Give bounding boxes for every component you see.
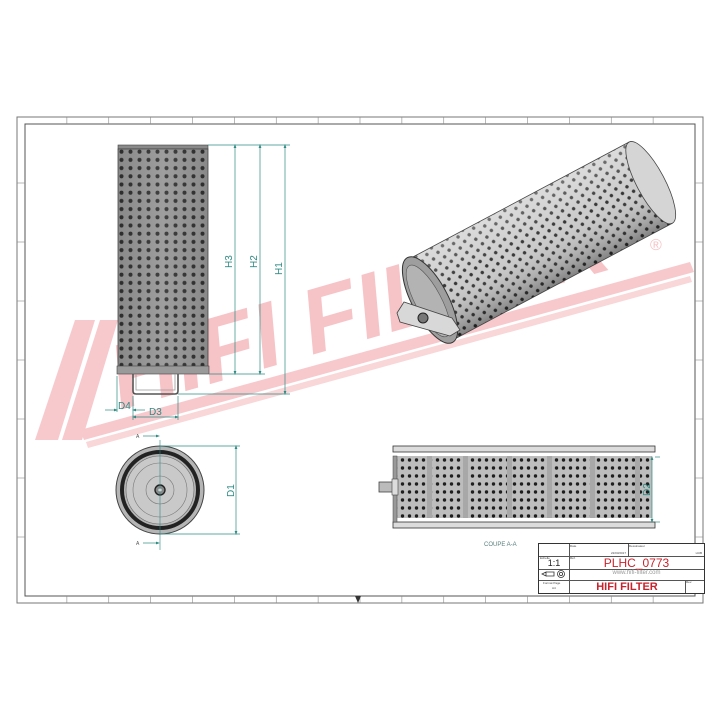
website-link[interactable]: www.hifi-filter.com (612, 570, 661, 576)
designer-label: Dessinateur (629, 544, 646, 548)
handle (132, 374, 179, 395)
front-view (116, 144, 210, 395)
end-view (115, 440, 205, 550)
registered-mark: ® (650, 237, 662, 254)
sheet-frame (16, 116, 704, 604)
format-label: Format Page (543, 581, 561, 585)
dim-label-d2: D2 (642, 483, 653, 496)
date-value: 22/03/2017 (610, 551, 626, 555)
front-view-dimensions (105, 143, 290, 420)
border-grid-ticks (17, 117, 703, 603)
section-caption: COUPE A-A (484, 542, 517, 548)
end-view-dimensions (143, 434, 240, 545)
date-label: Date (570, 544, 577, 548)
dim-label-d3: D3 (149, 407, 162, 418)
section-view-dimensions (650, 455, 660, 524)
dim-label-h1: H1 (274, 262, 285, 275)
section-support-band (507, 456, 512, 518)
section-marker-top: A (136, 434, 140, 440)
first-angle-projection-icon (541, 570, 565, 578)
scale-value: 1:1 (547, 558, 561, 568)
section-support-band (590, 456, 595, 518)
rev-label: Rev. (686, 580, 692, 584)
handle-iso (396, 301, 461, 337)
section-marker-bottom: A (136, 541, 140, 547)
dim-label-d1: D1 (226, 484, 237, 497)
section-view (378, 445, 656, 529)
isometric-view (396, 141, 677, 344)
dim-label-h3: H3 (224, 255, 235, 268)
dim-label-h2: H2 (249, 255, 260, 268)
part-number: PLHC_0773 (603, 556, 670, 570)
brand-name: HIFI FILTER (596, 581, 658, 593)
section-support-band (463, 456, 468, 518)
dim-label-d4: D4 (118, 401, 131, 412)
title-block: Date 22/03/2017 Dessinateur HUB Echelle … (538, 543, 705, 594)
scale-label: Echelle (540, 556, 550, 560)
designer-value: HUB (695, 551, 702, 555)
ref-label: Réf. (570, 556, 576, 560)
format-value: A4 (552, 586, 556, 590)
centering-mark-icon (355, 596, 361, 603)
section-support-band (547, 456, 552, 518)
section-support-band (635, 456, 640, 518)
section-support-band (427, 456, 432, 518)
